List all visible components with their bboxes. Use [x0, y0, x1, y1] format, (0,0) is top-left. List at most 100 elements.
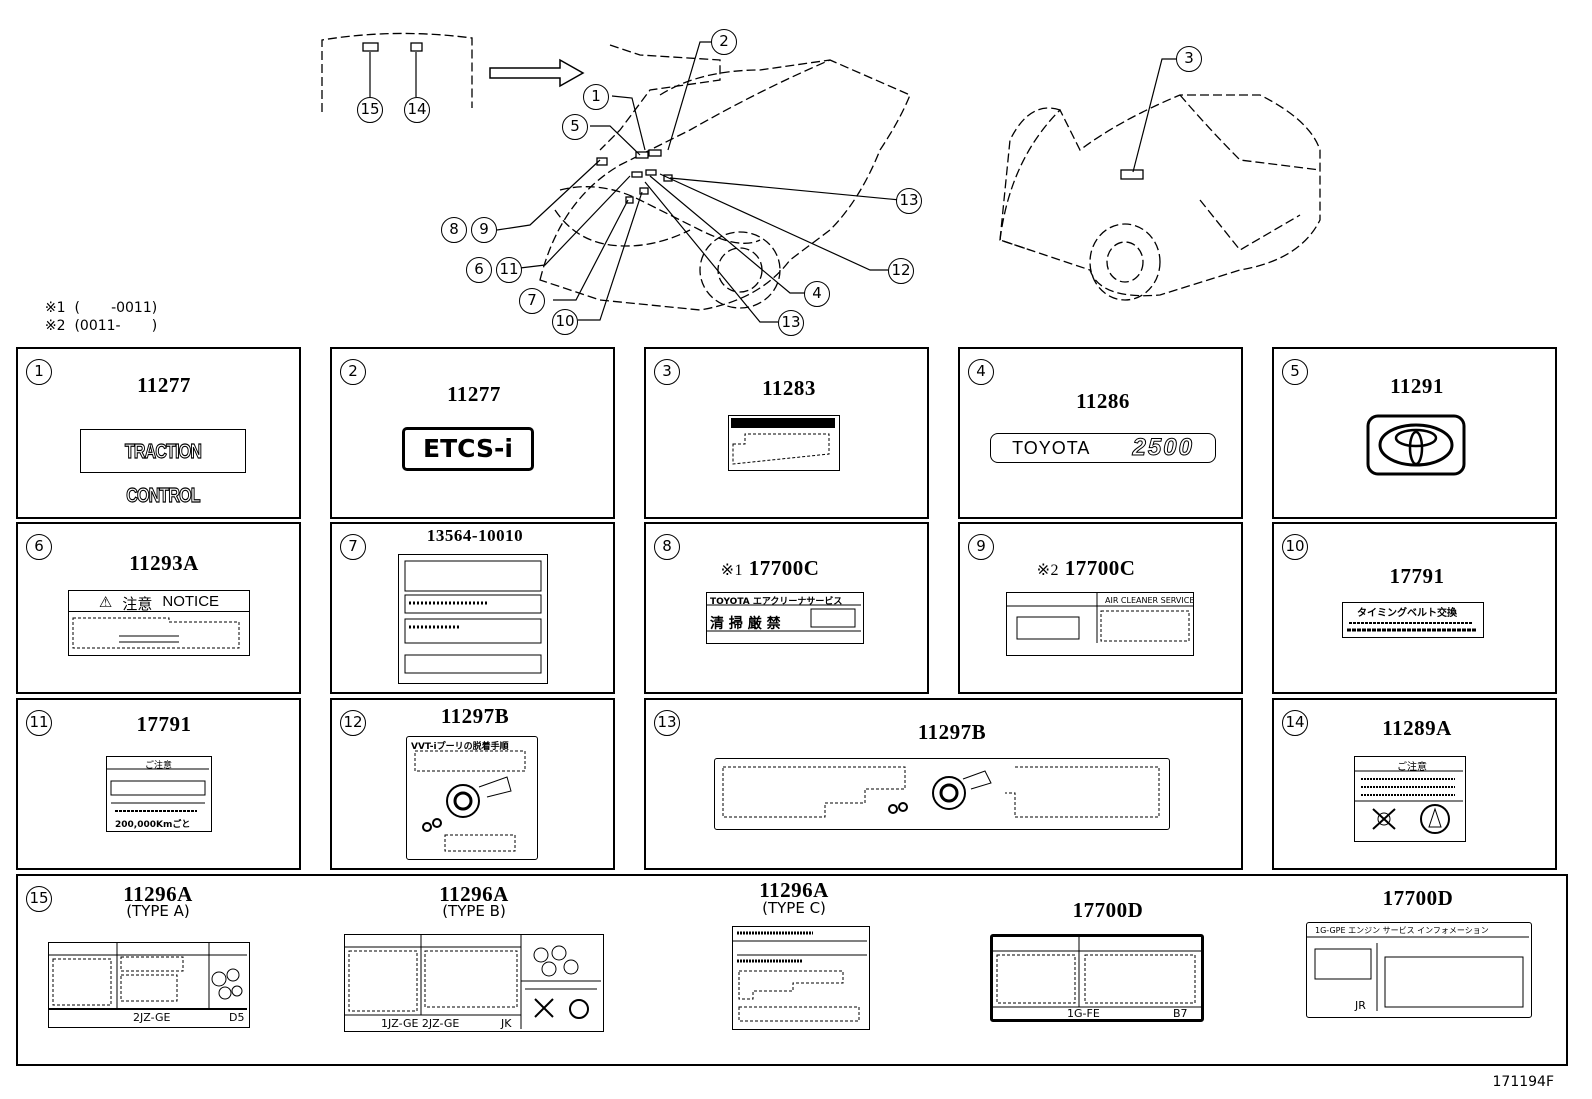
- label-code: JR: [1355, 999, 1366, 1012]
- vvti-pulley-label: VVT-iプーリの脱着手順: [406, 736, 538, 860]
- air-cleaner-label-jp: TOYOTA エアクリーナサービス 清 掃 厳 禁: [706, 592, 864, 644]
- part-number: 17791: [136, 712, 192, 736]
- timing-belt-label: タイミングベルト交換: [1342, 602, 1484, 638]
- panel-ref-badge: 5: [1282, 359, 1308, 385]
- type-a-caption: (TYPE A): [126, 902, 190, 920]
- callout-12: 12: [888, 258, 914, 284]
- notice-header: ⚠ 注意 NOTICE: [69, 591, 249, 613]
- panel-8: 8 ※1 17700C TOYOTA エアクリーナサービス 清 掃 厳 禁: [644, 522, 929, 694]
- type-c-drawing: [733, 931, 867, 1022]
- label-code: D5: [229, 1011, 245, 1024]
- spark-plug-label: ご注意 200,000Kmごと: [106, 756, 212, 832]
- label-text: AIR CLEANER SERVICE: [1105, 596, 1195, 605]
- part-number: 11286: [1076, 389, 1130, 413]
- panel-ref-badge: 9: [968, 534, 994, 560]
- notice-label: ⚠ 注意 NOTICE: [68, 590, 250, 656]
- engine-code: 1G-FE: [1067, 1007, 1100, 1020]
- panel-ref-badge: 15: [26, 886, 52, 912]
- part-number: 11293A: [129, 551, 199, 575]
- panel-ref-badge: 4: [968, 359, 994, 385]
- label-header: 1G-GPE エンジン サービス インフォメーション: [1315, 926, 1489, 935]
- label-text: TRACTION CONTROL: [124, 440, 202, 507]
- callout-8: 8: [441, 217, 467, 243]
- label-text: TOYOTA エアクリーナサービス: [710, 597, 843, 607]
- panel-ref-badge: 1: [26, 359, 52, 385]
- engine-info-label-type-b: 1JZ-GE 2JZ-GE JK: [344, 934, 604, 1032]
- panel-2: 2 11277 ETCS-i: [330, 347, 615, 519]
- type-c-caption: (TYPE C): [762, 899, 826, 917]
- panel-11: 11 17791 ご注意 200,000Kmごと: [16, 698, 301, 870]
- panel-4: 4 11286 TOYOTA 2500: [958, 347, 1243, 519]
- windshield-inset-outline: [321, 32, 473, 112]
- panel-ref-badge: 8: [654, 534, 680, 560]
- label-text-2: 清 掃 厳 禁: [710, 616, 781, 632]
- overview-illustration: [321, 32, 1321, 323]
- part-number: 11283: [762, 376, 816, 400]
- panel-ref-badge: 11: [26, 710, 52, 736]
- label-code: JK: [501, 1017, 512, 1030]
- variant-mark: ※1: [720, 562, 743, 579]
- part-number-value: 17700C: [748, 556, 820, 580]
- decal-7-drawing: [404, 560, 542, 674]
- front-car-outline: [539, 59, 911, 311]
- panel-ref-badge: 13: [654, 710, 680, 736]
- type-a-drawing: [49, 943, 247, 1010]
- part-number: ※1 17700C: [721, 556, 820, 581]
- caution-label-14: ご注意: [1354, 756, 1466, 842]
- callout-11: 11: [496, 257, 522, 283]
- callout-1: 1: [583, 84, 609, 110]
- part-number-type-b: 11296A: [439, 882, 509, 906]
- engine-code: 1JZ-GE 2JZ-GE: [381, 1017, 460, 1030]
- callout-14: 14: [404, 97, 430, 123]
- part-number: 11291: [1390, 374, 1444, 398]
- label-text-2: 200,000Kmごと: [115, 820, 191, 830]
- spark-plug-lines: [107, 768, 209, 812]
- part-number-17700d-a: 17700D: [1072, 898, 1144, 922]
- timing-belt-lines: [1347, 622, 1477, 632]
- vvti-long-drawing: [722, 766, 1160, 818]
- etcs-label: ETCS-i: [402, 427, 534, 471]
- panel-3: 3 11283: [644, 347, 929, 519]
- panel-ref-badge: 12: [340, 710, 366, 736]
- notice-en: NOTICE: [162, 593, 220, 610]
- part-number-17700d-b: 17700D: [1382, 886, 1454, 910]
- part-number-type-a: 11296A: [123, 882, 193, 906]
- label-text: ETCS-i: [423, 434, 513, 463]
- arrow-icon: [489, 58, 585, 88]
- caution-14-drawing: [1355, 770, 1463, 834]
- callout-4: 4: [804, 281, 830, 307]
- callout-13-upper: 13: [896, 188, 922, 214]
- engine-info-label-type-c: [732, 926, 870, 1030]
- figure-id: 171194F: [1492, 1074, 1555, 1090]
- traction-control-label: TRACTION CONTROL: [80, 429, 246, 508]
- rear-car-outline: [999, 94, 1321, 297]
- label-1ggpe-drawing: [1307, 936, 1529, 1011]
- emblem-word: TOYOTA: [1012, 437, 1091, 458]
- part-number: ※2 17700C: [1037, 556, 1136, 581]
- callout-5: 5: [562, 114, 588, 140]
- callout-3: 3: [1176, 46, 1202, 72]
- type-b-drawing: [345, 935, 601, 1029]
- air-cleaner-jp-lines: [707, 604, 861, 632]
- panel-14: 14 11289A ご注意: [1272, 698, 1557, 870]
- label-text: ご注意: [1397, 762, 1427, 773]
- engine-info-label-1gfe: 1G-FE B7: [990, 934, 1204, 1022]
- part-number: 13564-10010: [426, 526, 524, 545]
- label-text: ご注意: [145, 761, 173, 771]
- engine-info-label-1ggpe: 1G-GPE エンジン サービス インフォメーション JR: [1306, 922, 1532, 1018]
- decal-7: [398, 554, 548, 684]
- decal-3-drawing: [731, 418, 835, 465]
- callout-6: 6: [466, 257, 492, 283]
- air-cleaner-label-en: AIR CLEANER SERVICE: [1006, 592, 1194, 656]
- engine-code: 2JZ-GE: [133, 1011, 171, 1024]
- part-number: 11277: [447, 382, 501, 406]
- label-code: B7: [1173, 1007, 1188, 1020]
- callout-9: 9: [471, 217, 497, 243]
- label-text: VVT-iプーリの脱着手順: [411, 742, 509, 752]
- variant-mark: ※2: [1036, 562, 1059, 579]
- panel-ref-badge: 14: [1282, 710, 1308, 736]
- part-number: 17791: [1389, 564, 1445, 588]
- part-number: 11277: [137, 373, 191, 397]
- part-number-value: 17700C: [1064, 556, 1136, 580]
- callout-13-lower: 13: [778, 310, 804, 336]
